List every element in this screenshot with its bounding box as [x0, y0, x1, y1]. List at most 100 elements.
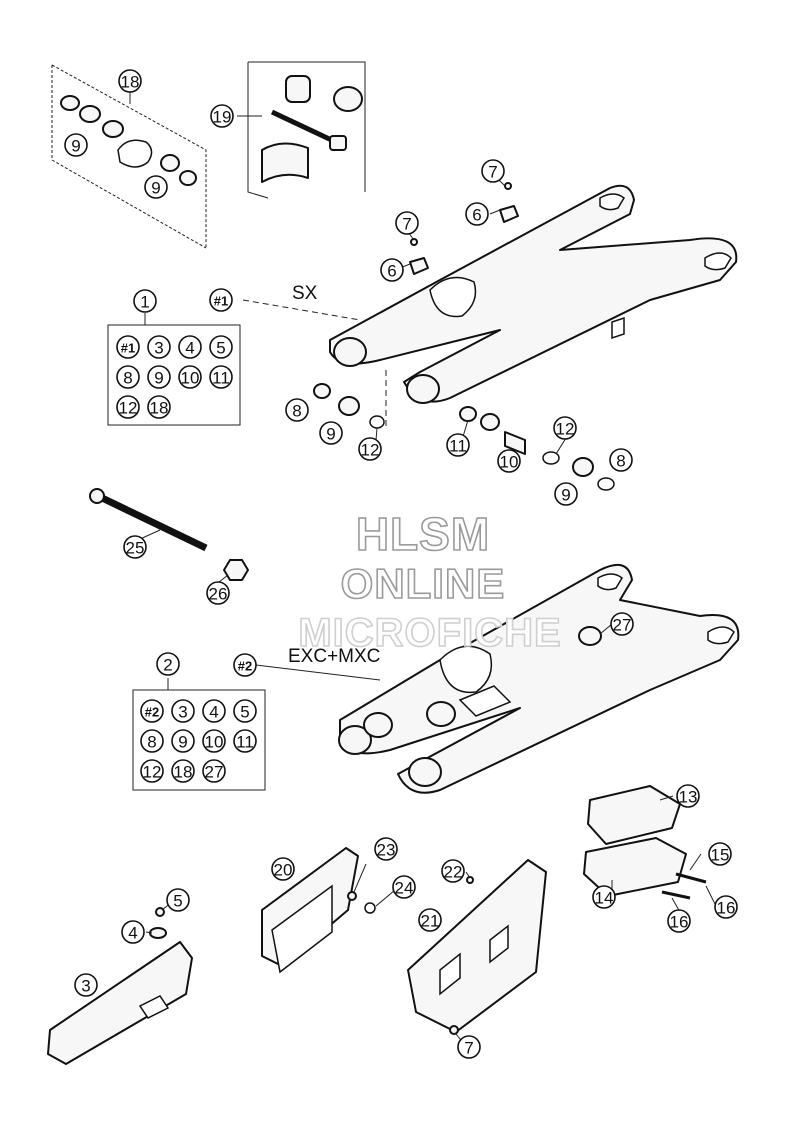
callout-p13: 13 [676, 784, 700, 808]
callout-p9d-number: 9 [561, 486, 570, 505]
kit2-item-7-number: 11 [236, 733, 254, 752]
callout-p12a: 12 [358, 437, 382, 461]
callout-p6b: 6 [380, 258, 404, 282]
callout-p5-number: 5 [173, 892, 182, 911]
callout-p8a-circle [285, 398, 309, 422]
kit1-item-8-number: 12 [119, 399, 138, 418]
kit2-item-2-circle [202, 699, 226, 723]
callout-p8a-number: 8 [292, 402, 301, 421]
kit2-item-10: 27 [202, 759, 226, 783]
callout-p6b-number: 6 [387, 262, 396, 281]
callout-p9b-number: 9 [151, 179, 160, 198]
callout-p9a-number: 9 [71, 137, 80, 156]
callout-p14-number: 14 [595, 889, 614, 908]
callout-p11: 11 [446, 433, 470, 457]
kit1-item-6-number: 10 [181, 369, 200, 388]
kit1-item-9-circle [147, 395, 171, 419]
callout-exc_ref-circle [233, 653, 257, 677]
callout-p9a-circle [64, 133, 88, 157]
callout-sx_ref: #1 [209, 288, 233, 312]
chain-slider [47, 907, 193, 1065]
kit1-item-8-circle [116, 395, 140, 419]
callout-p12b-number: 12 [556, 420, 575, 439]
kit-1-number: 1 [133, 289, 157, 313]
callout-p13-number: 13 [679, 788, 698, 807]
chain-guard [261, 847, 376, 974]
kit1-item-0-circle [116, 335, 140, 359]
callout-p16b-circle [714, 895, 738, 919]
callout-p9b: 9 [144, 175, 168, 199]
callout-p22-number: 22 [444, 863, 463, 882]
kit2-item-10-number: 27 [205, 763, 224, 782]
kit2-item-4-number: 8 [147, 733, 156, 752]
kit2-item-5: 9 [171, 729, 195, 753]
kit1-item-5: 9 [147, 365, 171, 389]
callout-p7c-circle [457, 1035, 481, 1059]
kit-1-number-circle [133, 289, 157, 313]
callout-p15-circle [708, 842, 732, 866]
callout-p18: 18 [118, 69, 142, 93]
callout-p16a: 16 [667, 909, 691, 933]
callout-p3: 3 [74, 973, 98, 997]
callout-p15: 15 [708, 842, 732, 866]
callout-p20-number: 20 [274, 861, 293, 880]
kit2-item-4: 8 [140, 729, 164, 753]
callout-p26-number: 26 [209, 585, 228, 604]
kit2-item-3-circle [233, 699, 257, 723]
callout-p19-number: 19 [213, 108, 232, 127]
callout-p20: 20 [271, 857, 295, 881]
exc-mxc-swingarm [255, 563, 740, 794]
model-label-exc-mxc: EXC+MXC [288, 646, 380, 667]
callout-p18-circle [118, 69, 142, 93]
callout-p11-circle [446, 433, 470, 457]
kit2-item-0-number: #2 [145, 705, 159, 720]
kit1-item-3-circle [209, 335, 233, 359]
callout-leaders [137, 176, 717, 1045]
callout-p8b-circle [609, 448, 633, 472]
kit1-item-6: 10 [178, 365, 202, 389]
callout-p14: 14 [592, 885, 616, 909]
kit1-item-9: 18 [147, 395, 171, 419]
kit2-item-8-circle [140, 759, 164, 783]
kit2-item-5-circle [171, 729, 195, 753]
callout-p11-number: 11 [449, 437, 467, 456]
kit2-item-0-circle [140, 699, 164, 723]
kit1-item-4-number: 8 [123, 369, 132, 388]
kit2-item-3: 5 [233, 699, 257, 723]
callout-p24: 24 [392, 875, 416, 899]
kit2-item-8-number: 12 [143, 763, 162, 782]
callout-p16a-number: 16 [670, 913, 689, 932]
chain-guide-bracket [407, 859, 547, 1035]
callout-p9c-circle [319, 421, 343, 445]
callout-p9b-circle [144, 175, 168, 199]
callout-p21-number: 21 [421, 912, 440, 931]
callout-p7b-number: 7 [402, 215, 411, 234]
callout-p16b: 16 [714, 895, 738, 919]
callout-p24-circle [392, 875, 416, 899]
kit1-item-3-number: 5 [216, 339, 225, 358]
callout-p16a-circle [667, 909, 691, 933]
kit2-item-2: 4 [202, 699, 226, 723]
callout-p8b: 8 [609, 448, 633, 472]
callout-p21: 21 [418, 908, 442, 932]
callout-p23-circle [374, 837, 398, 861]
callout-p10-number: 10 [500, 453, 519, 472]
kit1-item-4-circle [116, 365, 140, 389]
kit2-item-9-number: 18 [174, 763, 193, 782]
callout-p19: 19 [210, 104, 234, 128]
callout-sx_ref-circle [209, 288, 233, 312]
watermark-line-2: ONLINE [341, 560, 506, 607]
kit1-item-7-number: 11 [212, 369, 230, 388]
callout-p9d: 9 [554, 482, 578, 506]
kit1-item-1-number: 3 [154, 339, 163, 358]
callout-p7a-circle [481, 159, 505, 183]
kit2-item-0: #2 [140, 699, 164, 723]
kit-2-box [132, 678, 266, 791]
watermark-line-1: HLSM [356, 508, 490, 560]
kit1-item-0: #1 [116, 335, 140, 359]
kit1-item-9-number: 18 [150, 399, 169, 418]
callout-p26: 26 [206, 581, 230, 605]
